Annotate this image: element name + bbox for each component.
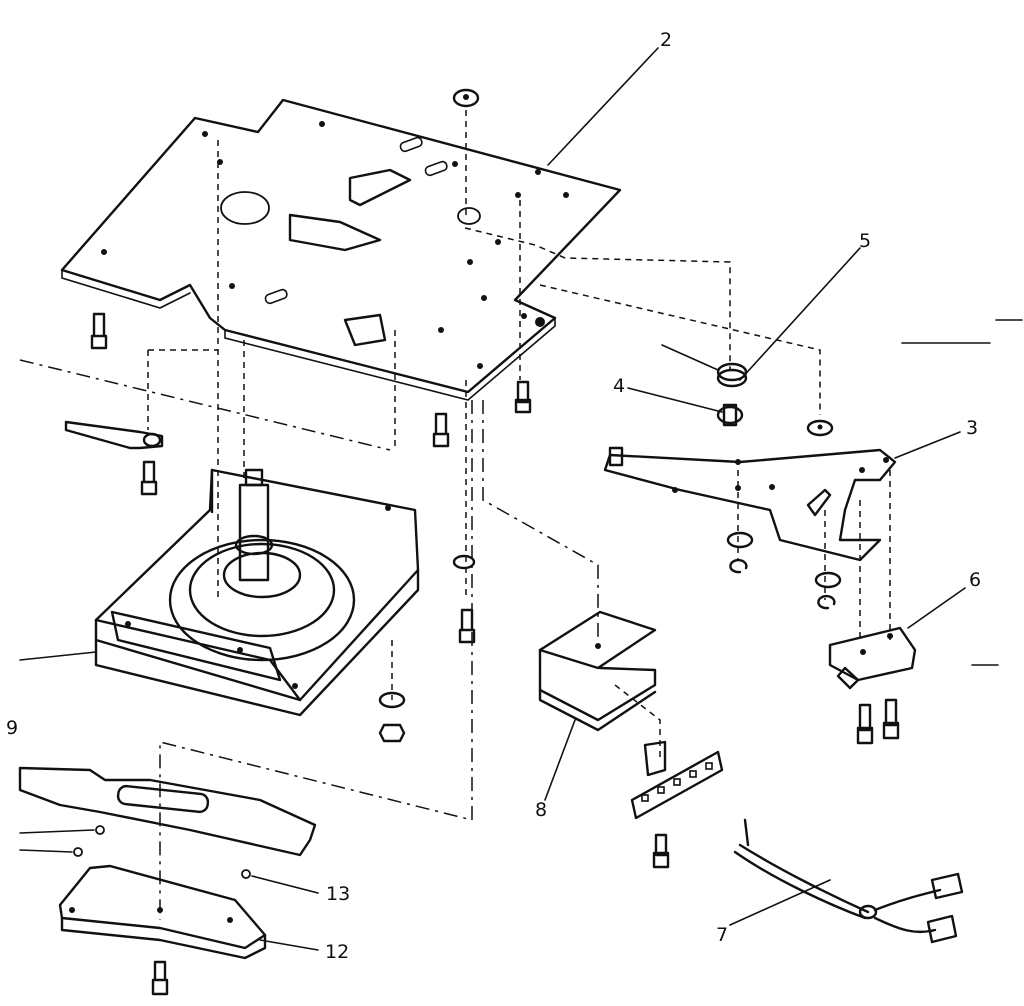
callout-12: 12 [325,941,349,963]
callout-8: 8 [535,799,547,821]
lever-arm [64,420,164,450]
callout-5: 5 [859,230,871,252]
post-part-4 [716,403,744,427]
spring-part-5 [661,344,748,388]
small-balls [19,825,251,879]
mounting-plate-part-2 [60,98,622,401]
assembly-lines [19,110,891,920]
callout-13: 13 [326,883,350,905]
callout-6: 6 [969,569,981,591]
base-part-12 [58,864,267,996]
terminal-strip [630,740,724,869]
switch-part-6 [828,626,917,745]
bracket-part-3 [603,446,897,562]
leader-chassis [19,651,97,661]
chassis-fasteners [378,554,476,743]
callout-3: 3 [966,417,978,439]
plate-screws [90,88,532,644]
callout-4: 4 [613,375,625,397]
callout-7: 7 [716,924,728,946]
slide-plate [18,766,317,857]
callout-9-partial: 9 [6,717,18,739]
leader-lines [251,47,1023,951]
callout-2: 2 [660,29,672,51]
drive-chassis [94,468,420,717]
bracket-washers [726,419,842,610]
u-bracket-part-8 [538,610,657,732]
cable-part-7 [733,818,964,944]
